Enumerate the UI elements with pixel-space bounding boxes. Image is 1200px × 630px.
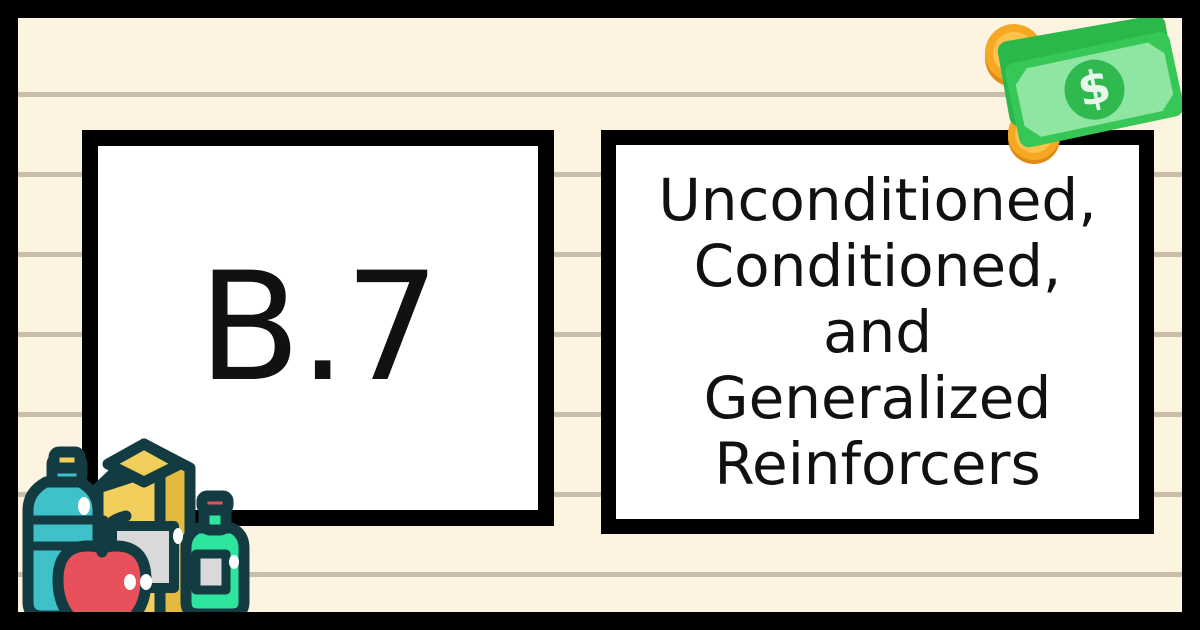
coin-icon-2: $	[1103, 25, 1153, 79]
svg-text:$: $	[1073, 58, 1116, 117]
carton-label	[107, 521, 179, 593]
dollar-bill-back	[997, 18, 1177, 127]
title-card[interactable]: Unconditioned, Conditioned, and Generali…	[601, 130, 1154, 534]
coin-icon-1: $	[985, 24, 1043, 87]
title-line-4: Reinforcers	[714, 430, 1041, 499]
apple-highlight-1	[124, 574, 136, 590]
title-card-inner: Unconditioned, Conditioned, and Generali…	[616, 145, 1139, 519]
code-card[interactable]: B.7	[82, 130, 554, 526]
apple-highlight-2	[140, 574, 152, 590]
title-lines: Unconditioned, Conditioned, and Generali…	[616, 167, 1139, 498]
jug-highlight	[229, 555, 239, 569]
code-label: B.7	[197, 241, 440, 415]
lined-paper-background: B.7 Unconditioned, Conditioned, and Gene…	[18, 18, 1182, 612]
carton-highlight	[173, 528, 183, 544]
title-line-1: Unconditioned,	[658, 165, 1097, 234]
title-line-3: Generalized	[703, 364, 1052, 433]
code-card-inner: B.7	[98, 146, 538, 510]
title-line-2: Conditioned, and	[693, 231, 1062, 366]
svg-text:$: $	[1005, 39, 1024, 70]
svg-text:$: $	[1120, 39, 1136, 65]
apple-icon	[52, 510, 152, 612]
